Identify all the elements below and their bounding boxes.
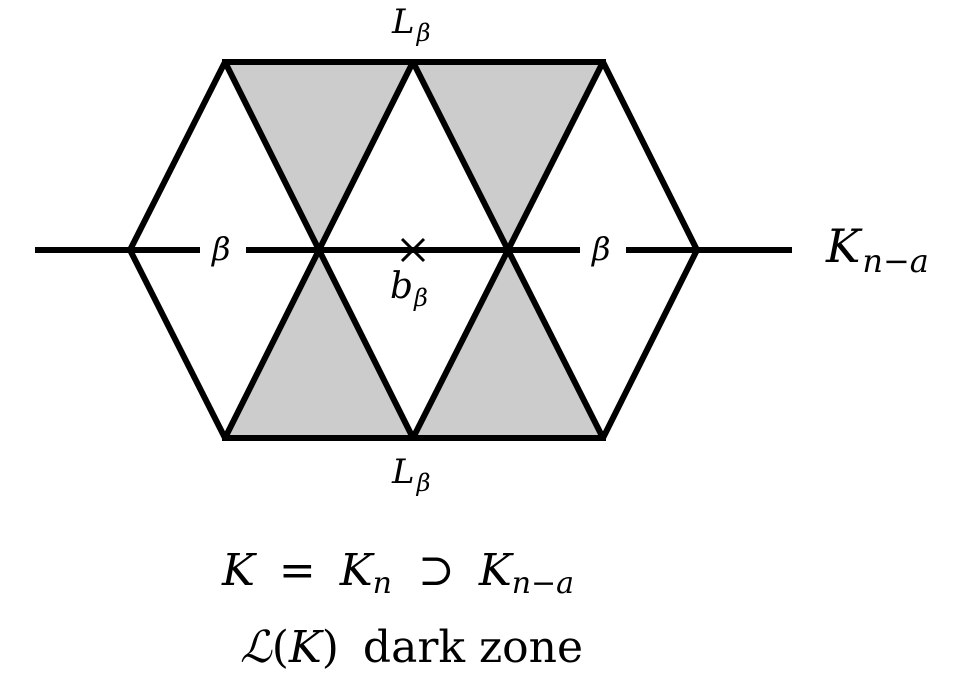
label-top-l: Lβ xyxy=(391,2,430,47)
label-bottom-l: Lβ xyxy=(391,452,430,497)
shaded-triangle-top-right xyxy=(413,62,603,250)
shaded-triangle-bottom-left xyxy=(225,250,413,438)
caption-line-2: ℒ(K) dark zone xyxy=(240,622,583,673)
center-cross-marker xyxy=(400,237,426,263)
label-beta-left: β xyxy=(211,230,231,268)
label-beta-right: β xyxy=(591,230,611,268)
label-k-n-minus-a: Kn−a xyxy=(825,219,929,280)
hexagon-edges xyxy=(127,59,700,441)
caption-line-1: K = Kn ⊃ Kn−a xyxy=(221,545,574,604)
label-center-b: bβ xyxy=(390,266,428,312)
shaded-triangle-top-left xyxy=(225,62,413,250)
shaded-triangle-bottom-right xyxy=(413,250,603,438)
